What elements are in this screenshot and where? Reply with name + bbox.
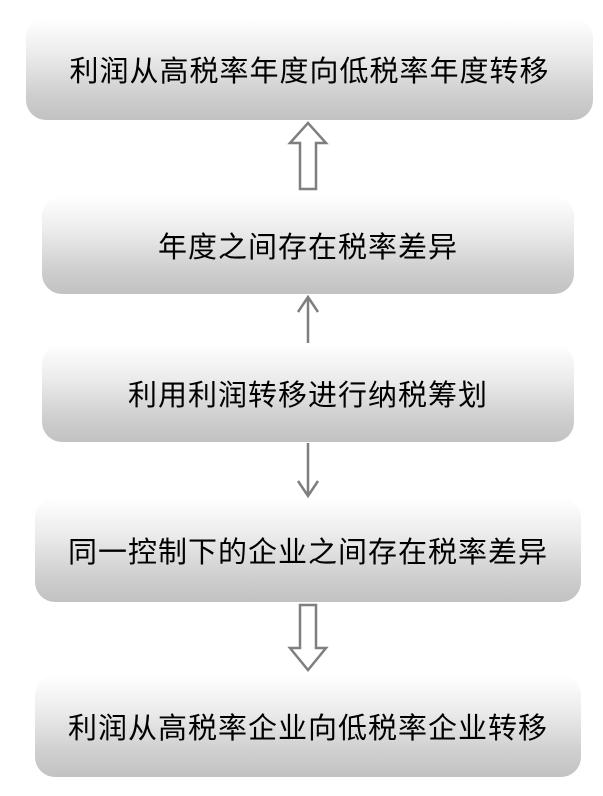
flow-box-label: 年度之间存在税率差异 [157,230,458,264]
flow-box-profit-year-transfer: 利润从高税率年度向低税率年度转移 [26,18,593,120]
arrow-down-head-icon [296,480,320,499]
flow-box-enterprise-rate-difference: 同一控制下的企业之间存在税率差异 [35,498,581,602]
arrow-up-head-icon [296,294,320,313]
flow-box-label: 同一控制下的企业之间存在税率差异 [67,535,548,569]
flow-box-profit-enterprise-transfer: 利润从高税率企业向低税率企业转移 [35,675,581,777]
flow-box-label: 利润从高税率企业向低税率企业转移 [67,711,548,745]
flow-box-tax-planning: 利用利润转移进行纳税筹划 [42,344,574,442]
hollow-arrow-down-icon [287,603,329,672]
hollow-arrow-up-icon [287,121,329,191]
flow-box-label: 利用利润转移进行纳税筹划 [127,378,488,412]
flow-box-label: 利润从高税率年度向低税率年度转移 [69,54,550,88]
flow-box-year-rate-difference: 年度之间存在税率差异 [42,196,574,294]
